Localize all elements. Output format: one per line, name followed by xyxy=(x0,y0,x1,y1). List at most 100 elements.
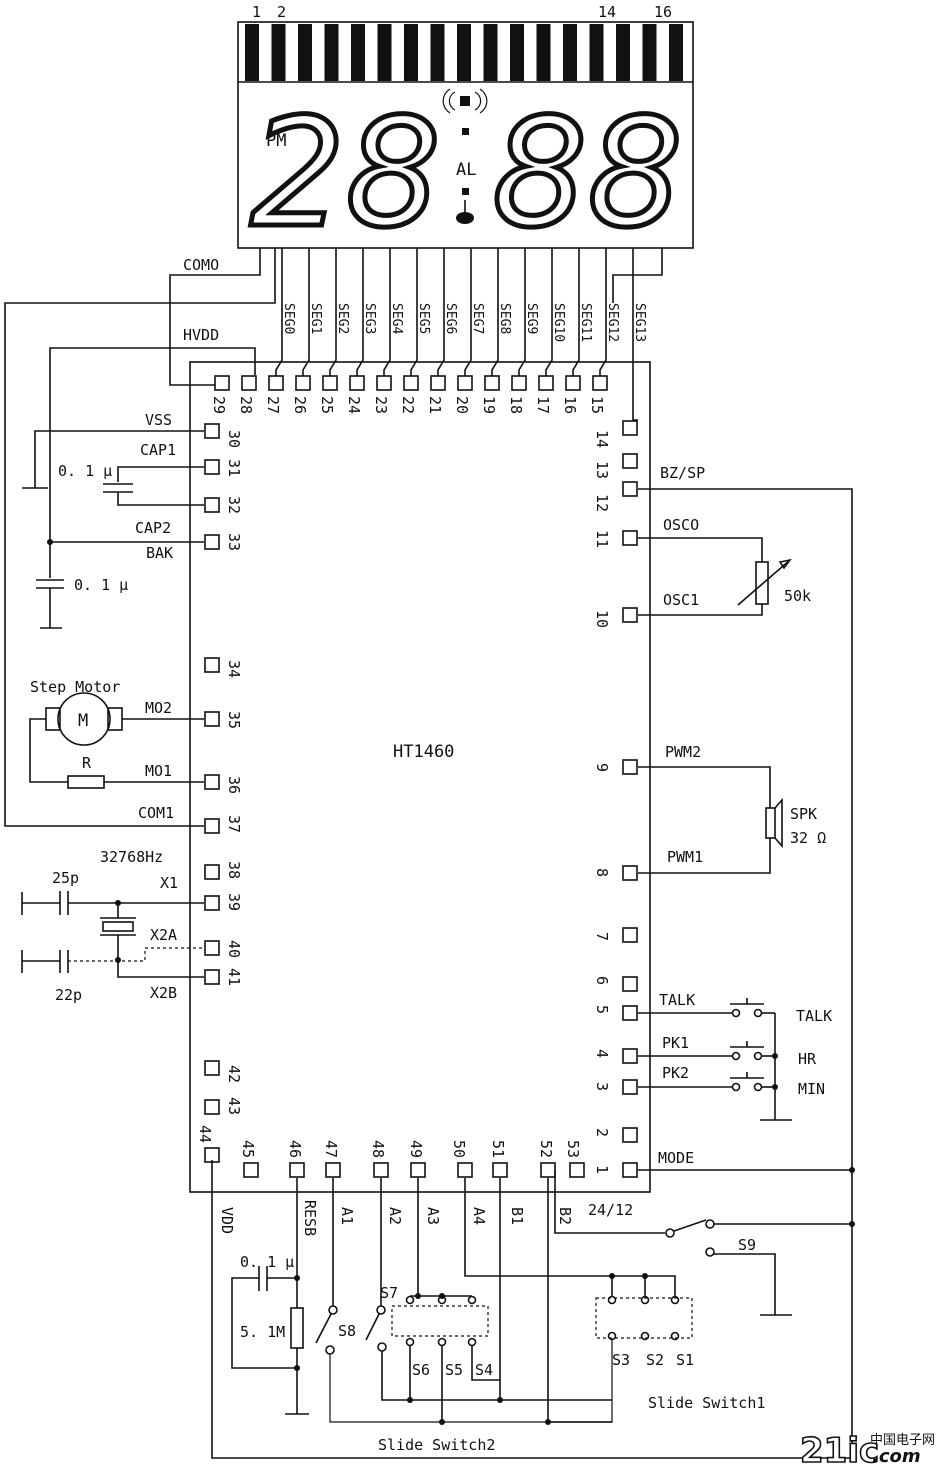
speaker: PWM2 PWM1 SPK 32 Ω xyxy=(638,743,826,874)
seg-label-8: SEG8 xyxy=(497,303,512,334)
chip-pad xyxy=(204,423,220,439)
label-a4: A4 xyxy=(470,1207,488,1225)
seg-wire xyxy=(599,248,607,376)
left-pin-numbers: 30 31 32 33 34 35 36 37 38 39 40 41 42 4… xyxy=(196,430,243,1143)
segment-wires xyxy=(275,248,663,421)
pin-1: 1 xyxy=(593,1165,611,1174)
reset-cap-value: 0. 1 μ xyxy=(240,1253,294,1271)
seg-wire xyxy=(612,248,663,303)
chip-pad xyxy=(204,1099,220,1115)
lcd-al-indicator: AL xyxy=(456,160,476,180)
lcd-pin-label-16: 16 xyxy=(654,3,672,21)
s3-label: S3 xyxy=(612,1351,630,1369)
slide-switch-2: S7 S6 S5 S4 Slide Switch2 A2 A3 xyxy=(365,1178,612,1454)
pin-20: 20 xyxy=(453,396,471,414)
label-bz-sp: BZ/SP xyxy=(660,464,705,482)
seg-wire xyxy=(632,248,638,421)
lcd-digits-left: 28 xyxy=(250,87,441,261)
chip-pad xyxy=(241,375,257,391)
chip-pad xyxy=(204,1060,220,1076)
pin-33: 33 xyxy=(225,533,243,551)
seg-wire xyxy=(329,248,337,376)
pin-30: 30 xyxy=(225,430,243,448)
pin-3: 3 xyxy=(593,1082,611,1091)
pin-4: 4 xyxy=(593,1049,611,1058)
chip-pad xyxy=(457,375,473,391)
chip-pad xyxy=(295,375,311,391)
pin-24: 24 xyxy=(345,396,363,414)
seg-wire xyxy=(491,248,499,376)
pin-25: 25 xyxy=(318,396,336,414)
bottom-pin-numbers: 45 46 47 48 49 50 51 52 53 xyxy=(239,1140,582,1158)
seg-label-12: SEG12 xyxy=(605,303,620,342)
seg-label-9: SEG9 xyxy=(524,303,539,334)
lcd-pin-bar xyxy=(536,24,551,81)
pin-13: 13 xyxy=(593,461,611,479)
lcd-pm-indicator: PM xyxy=(266,131,286,151)
label-pwm1: PWM1 xyxy=(667,848,703,866)
pin-39: 39 xyxy=(225,893,243,911)
lcd-pin-bar xyxy=(351,24,365,81)
cap-bak-value: 0. 1 μ xyxy=(74,576,128,594)
button-talk-label: TALK xyxy=(796,1007,832,1025)
button-hr-label: HR xyxy=(798,1050,817,1068)
slide-switch-1: S3 S2 S1 Slide Switch1 A4 B1 B2 xyxy=(464,1178,765,1425)
pin-9: 9 xyxy=(593,763,611,772)
top-pin-numbers: 29 28 27 26 25 24 23 22 21 20 19 18 17 1… xyxy=(210,396,606,414)
chip-pad xyxy=(569,1162,585,1178)
pin-8: 8 xyxy=(593,868,611,877)
cap1-net: CAP1 0. 1 μ xyxy=(58,441,204,506)
chip-pad xyxy=(622,1162,638,1178)
seg-wire xyxy=(437,248,445,376)
chip-pad xyxy=(622,420,638,436)
watermark-logo: 21ic .com 中国电子网 xyxy=(799,1430,935,1472)
cap-22p-label: 22p xyxy=(55,986,82,1004)
seg-wire xyxy=(383,248,391,376)
colon-dot-bottom xyxy=(462,188,469,195)
chip-pad xyxy=(622,927,638,943)
seg-label-5: SEG5 xyxy=(416,303,431,334)
pin-18: 18 xyxy=(507,396,525,414)
pin-53: 53 xyxy=(564,1140,582,1158)
pin-23: 23 xyxy=(372,396,390,414)
spk-label: SPK xyxy=(790,805,817,823)
chip-pad xyxy=(622,976,638,992)
pin-40: 40 xyxy=(225,940,243,958)
watermark-cn: 中国电子网 xyxy=(870,1433,935,1448)
s6-label: S6 xyxy=(412,1361,430,1379)
chip-pad xyxy=(204,774,220,790)
lcd-pin-bar xyxy=(616,24,630,81)
chip-pad xyxy=(622,1048,638,1064)
chip-pad xyxy=(268,375,284,391)
seg-label-7: SEG7 xyxy=(470,303,485,334)
watermark-suffix: .com xyxy=(872,1446,921,1467)
label-talk: TALK xyxy=(659,991,695,1009)
push-buttons: TALK PK1 PK2 TALK HR MIN xyxy=(638,991,832,1121)
chip-pad xyxy=(204,940,220,956)
s9-switch: 24/12 S9 xyxy=(554,1170,855,1316)
chip-pad xyxy=(622,481,638,497)
seg-wire xyxy=(518,248,526,376)
seg-wire xyxy=(302,248,310,376)
oscillator-pot: OSCO OSC1 50k xyxy=(638,516,811,616)
lcd-pin-bar xyxy=(430,24,445,81)
pin-51: 51 xyxy=(489,1140,507,1158)
s7-label: S7 xyxy=(380,1284,398,1302)
seg-label-6: SEG6 xyxy=(443,303,458,334)
lcd-pin-label-2: 2 xyxy=(277,3,286,21)
alarm-bell-icon xyxy=(442,88,488,114)
seg-label-2: SEG2 xyxy=(335,303,350,334)
lcd-pin-bar xyxy=(457,24,471,81)
reset-circuit: 0. 1 μ 5. 1M RESB xyxy=(231,1178,319,1415)
label-com0: COMO xyxy=(183,256,219,274)
lcd-pin-label-1: 1 xyxy=(252,3,261,21)
label-bak: BAK xyxy=(146,544,173,562)
pin-50: 50 xyxy=(450,1140,468,1158)
chip-pad xyxy=(204,459,220,475)
colon-dot-top xyxy=(462,128,469,135)
chip-pad xyxy=(204,711,220,727)
chip-pad xyxy=(484,375,500,391)
chip-pad xyxy=(622,530,638,546)
pin-2: 2 xyxy=(593,1128,611,1137)
